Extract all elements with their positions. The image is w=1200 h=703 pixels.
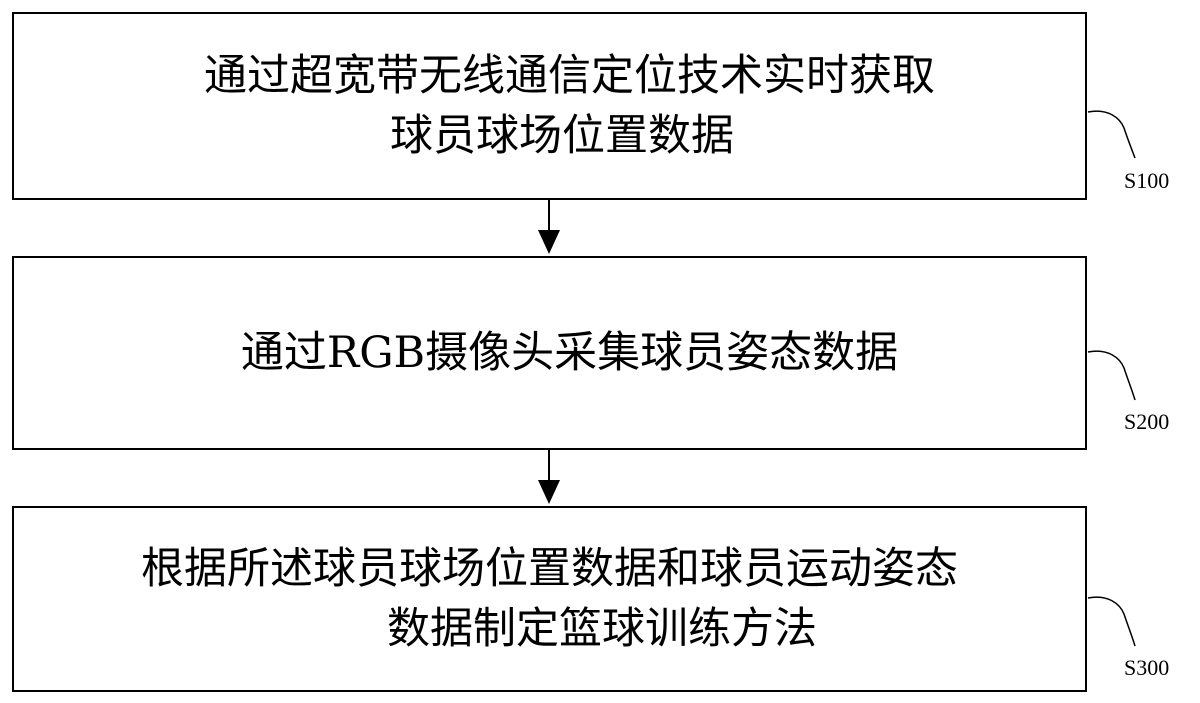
label-leader-curve bbox=[1087, 350, 1136, 401]
step-box-s100: 通过超宽带无线通信定位技术实时获取 球员球场位置数据 bbox=[12, 12, 1087, 200]
step-text: 根据所述球员球场位置数据和球员运动姿态 数据制定篮球训练方法 bbox=[141, 539, 958, 659]
step-text: 通过超宽带无线通信定位技术实时获取 球员球场位置数据 bbox=[204, 46, 935, 166]
step-box-s300: 根据所述球员球场位置数据和球员运动姿态 数据制定篮球训练方法 bbox=[12, 506, 1087, 692]
step-text-line: 球员球场位置数据 bbox=[390, 111, 734, 161]
step-label-s200: S200 bbox=[1124, 409, 1170, 434]
step-text-line: 数据制定篮球训练方法 bbox=[387, 604, 817, 654]
step-box-s200: 通过RGB摄像头采集球员姿态数据 bbox=[12, 256, 1087, 450]
label-leader-curve bbox=[1087, 596, 1136, 647]
step-label-s100: S100 bbox=[1124, 168, 1170, 193]
step-text: 通过RGB摄像头采集球员姿态数据 bbox=[241, 323, 898, 383]
label-leader-curve bbox=[1087, 110, 1136, 159]
step-text-line: 通过超宽带无线通信定位技术实时获取 bbox=[204, 51, 935, 101]
step-text-line: 根据所述球员球场位置数据和球员运动姿态 bbox=[141, 544, 958, 594]
step-label-s300: S300 bbox=[1124, 655, 1170, 680]
arrow-head bbox=[538, 480, 560, 504]
arrow-head bbox=[538, 230, 560, 254]
step-text-line: 通过RGB摄像头采集球员姿态数据 bbox=[240, 328, 899, 378]
